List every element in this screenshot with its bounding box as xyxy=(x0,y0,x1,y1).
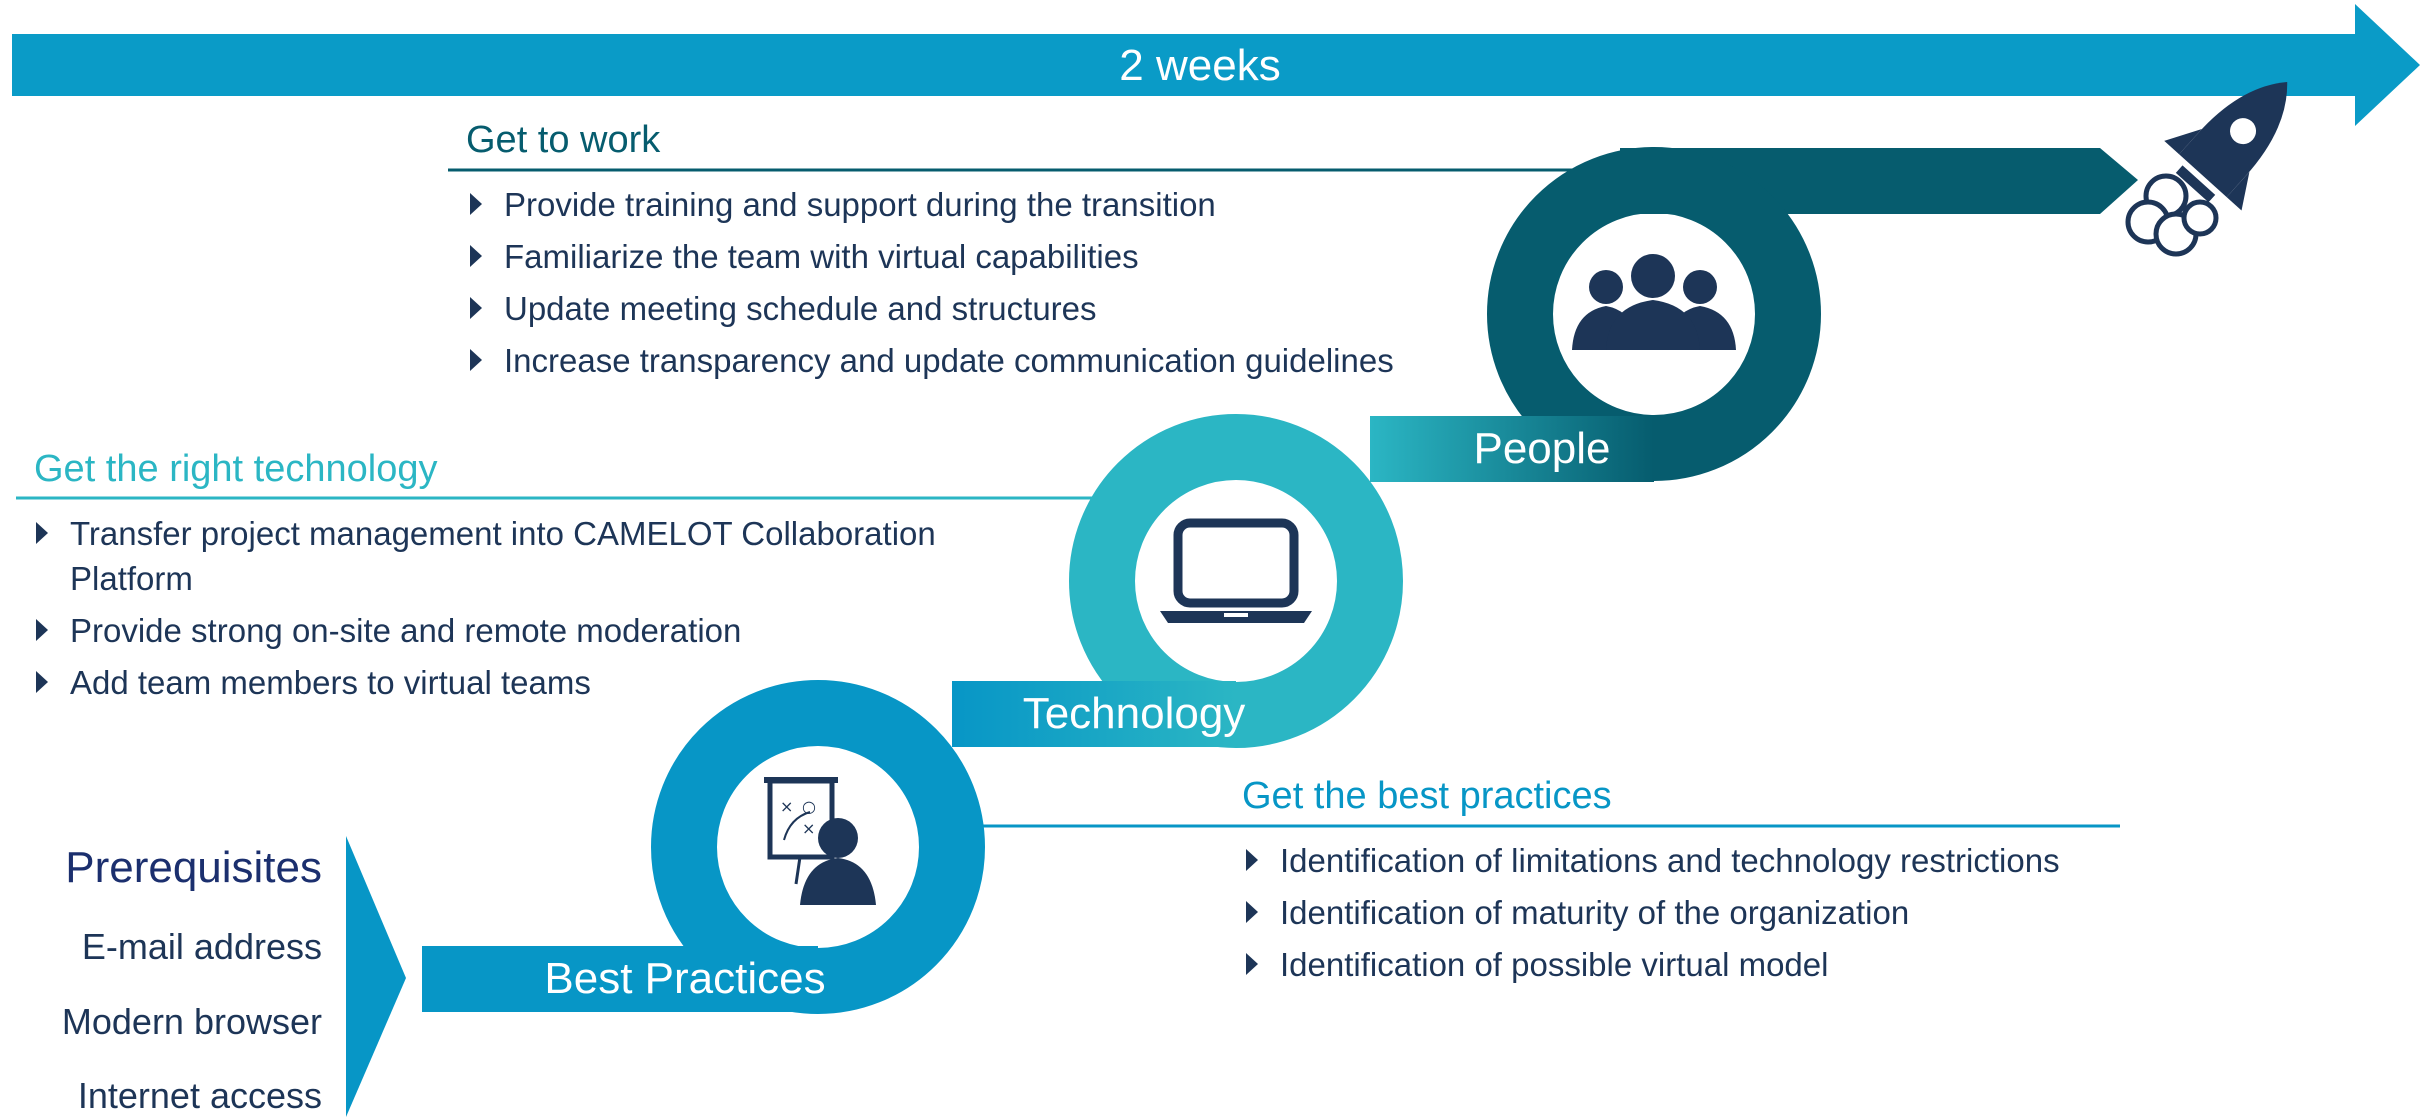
timeline-label: 2 weeks xyxy=(1119,41,1281,90)
best-practices-title: Get the best practices xyxy=(1242,775,1612,817)
best-practices-label-band xyxy=(422,946,818,1012)
prerequisite-item: E-mail address xyxy=(81,926,322,967)
stage-label-technology: Technology xyxy=(1022,689,1246,738)
technology-label-band xyxy=(952,681,1236,747)
svg-text:×: × xyxy=(802,819,815,838)
list-item: Provide training and support during the … xyxy=(470,183,1394,228)
list-item: Increase transparency and update communi… xyxy=(470,339,1394,384)
list-item: Identification of limitations and techno… xyxy=(1246,839,2060,884)
right-technology-list: Transfer project management into CAMELOT… xyxy=(36,512,996,706)
svg-text:×: × xyxy=(780,797,793,816)
right-technology-title: Get the right technology xyxy=(34,448,438,490)
list-item: Update meeting schedule and structures xyxy=(470,287,1394,332)
list-item: Add team members to virtual teams xyxy=(36,661,996,706)
rocket-icon xyxy=(2164,82,2288,211)
list-item: Identification of maturity of the organi… xyxy=(1246,891,2060,936)
stage-label-people: People xyxy=(1473,424,1611,473)
list-item: Transfer project management into CAMELOT… xyxy=(36,512,996,602)
list-item: Familiarize the team with virtual capabi… xyxy=(470,235,1394,280)
get-to-work-title: Get to work xyxy=(466,119,661,161)
people-label-band xyxy=(1370,416,1654,482)
get-to-work-list: Provide training and support during the … xyxy=(470,183,1394,384)
people-group-icon xyxy=(1572,254,1736,350)
strategy-board-person-icon: × ○ × xyxy=(764,777,876,905)
list-item: Identification of possible virtual model xyxy=(1246,943,2060,988)
svg-text:○: ○ xyxy=(802,797,816,816)
prerequisites-chevron xyxy=(346,836,406,1117)
prerequisite-item: Modern browser xyxy=(61,1001,322,1042)
prerequisite-item: Internet access xyxy=(77,1075,322,1116)
best-practices-list: Identification of limitations and techno… xyxy=(1246,839,2060,988)
laptop-icon xyxy=(1160,518,1312,623)
timeline-arrow xyxy=(12,4,2420,126)
stage-label-best-practices: Best Practices xyxy=(544,954,826,1003)
rocket-smoke-icon xyxy=(2125,173,2219,257)
prerequisites-title: Prerequisites xyxy=(65,843,322,892)
list-item: Provide strong on-site and remote modera… xyxy=(36,609,996,654)
